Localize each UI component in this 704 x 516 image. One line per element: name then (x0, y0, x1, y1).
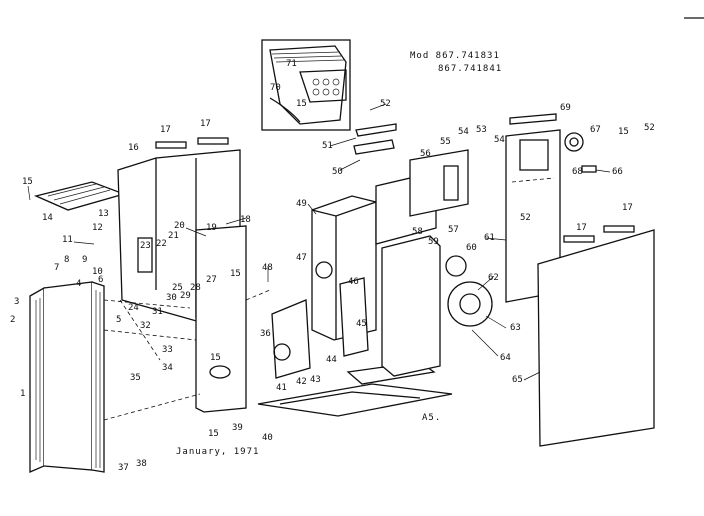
callout-65: 65 (512, 375, 523, 385)
callout-49: 49 (296, 199, 307, 209)
callout-58: 58 (412, 227, 423, 237)
revision-date: January, 1971 (176, 447, 259, 457)
guide-lines (103, 289, 271, 421)
callout-54-a: 54 (458, 127, 469, 137)
front-cover-65 (537, 229, 655, 447)
callout-53: 53 (476, 125, 487, 135)
callout-16: 16 (128, 143, 139, 153)
callout-71: 71 (286, 59, 297, 69)
callout-38: 38 (136, 459, 147, 469)
callout-24: 24 (128, 303, 139, 313)
drawing-code: A5. (422, 413, 441, 423)
callout-10: 10 (92, 267, 103, 277)
callout-46: 46 (348, 277, 359, 287)
callout-50: 50 (332, 167, 343, 177)
callout-43: 43 (310, 375, 321, 385)
coil-box (375, 149, 469, 245)
model-label: Mod 867.741831 (410, 51, 500, 61)
callout-52-b: 52 (644, 123, 655, 133)
callout-7: 7 (54, 263, 59, 273)
callout-37: 37 (118, 463, 129, 473)
callout-56: 56 (420, 149, 431, 159)
callout-15-d: 15 (208, 429, 219, 439)
callout-19: 19 (206, 223, 217, 233)
callout-21: 21 (168, 231, 179, 241)
callout-41: 41 (276, 383, 287, 393)
callout-32: 32 (140, 321, 151, 331)
callout-25: 25 (172, 283, 183, 293)
callout-51: 51 (322, 141, 333, 151)
callout-17-d: 17 (622, 203, 633, 213)
callout-11: 11 (62, 235, 73, 245)
callout-62: 62 (488, 273, 499, 283)
callout-42: 42 (296, 377, 307, 387)
callout-60: 60 (466, 243, 477, 253)
callout-54-b: 54 (494, 135, 505, 145)
leader-lines (27, 103, 611, 381)
callout-59: 59 (428, 237, 439, 247)
callout-44: 44 (326, 355, 337, 365)
burner-assembly (271, 277, 369, 379)
callout-15-e: 15 (296, 99, 307, 109)
callout-23: 23 (140, 241, 151, 251)
callout-33: 33 (162, 345, 173, 355)
callout-28: 28 (190, 283, 201, 293)
callout-67: 67 (590, 125, 601, 135)
callout-13: 13 (98, 209, 109, 219)
callout-6: 6 (98, 275, 103, 285)
front-panel (195, 225, 247, 413)
callout-15-c: 15 (210, 353, 221, 363)
callout-14: 14 (42, 213, 53, 223)
callout-66: 66 (612, 167, 623, 177)
callout-40: 40 (262, 433, 273, 443)
blower-housing (381, 235, 493, 377)
trim-strips (155, 113, 635, 243)
callout-22: 22 (156, 239, 167, 249)
callout-15-a: 15 (22, 177, 33, 187)
callout-9: 9 (82, 255, 87, 265)
callout-27: 27 (206, 275, 217, 285)
callout-4: 4 (76, 279, 81, 289)
callout-3: 3 (14, 297, 19, 307)
callout-70: 70 (270, 83, 281, 93)
callout-17-b: 17 (200, 119, 211, 129)
callout-69: 69 (560, 103, 571, 113)
callout-31: 31 (152, 307, 163, 317)
callout-63: 63 (510, 323, 521, 333)
callout-12: 12 (92, 223, 103, 233)
callout-36: 36 (260, 329, 271, 339)
left-side-panel (29, 281, 105, 473)
callout-68: 68 (572, 167, 583, 177)
callout-64: 64 (500, 353, 511, 363)
callout-5: 5 (116, 315, 121, 325)
callout-15-b: 15 (230, 269, 241, 279)
top-plate-14 (33, 181, 127, 211)
callout-47: 47 (296, 253, 307, 263)
callout-45: 45 (356, 319, 367, 329)
callout-34: 34 (162, 363, 173, 373)
callout-30: 30 (166, 293, 177, 303)
callout-8: 8 (64, 255, 69, 265)
callout-2: 2 (10, 315, 15, 325)
callout-labels: 1 2 3 4 5 6 7 8 9 10 11 12 13 14 15 15 1… (10, 59, 655, 473)
inset-detail (261, 39, 351, 131)
callout-1: 1 (20, 389, 25, 399)
callout-15-f: 15 (618, 127, 629, 137)
callout-39: 39 (232, 423, 243, 433)
callout-17-c: 17 (576, 223, 587, 233)
callout-20: 20 (174, 221, 185, 231)
model-label-2: 867.741841 (438, 64, 502, 74)
callout-35: 35 (130, 373, 141, 383)
callout-48: 48 (262, 263, 273, 273)
callout-55: 55 (440, 137, 451, 147)
callout-17-a: 17 (160, 125, 171, 135)
callout-57: 57 (448, 225, 459, 235)
callout-52-c: 52 (520, 213, 531, 223)
callout-18: 18 (240, 215, 251, 225)
callout-29: 29 (180, 291, 191, 301)
